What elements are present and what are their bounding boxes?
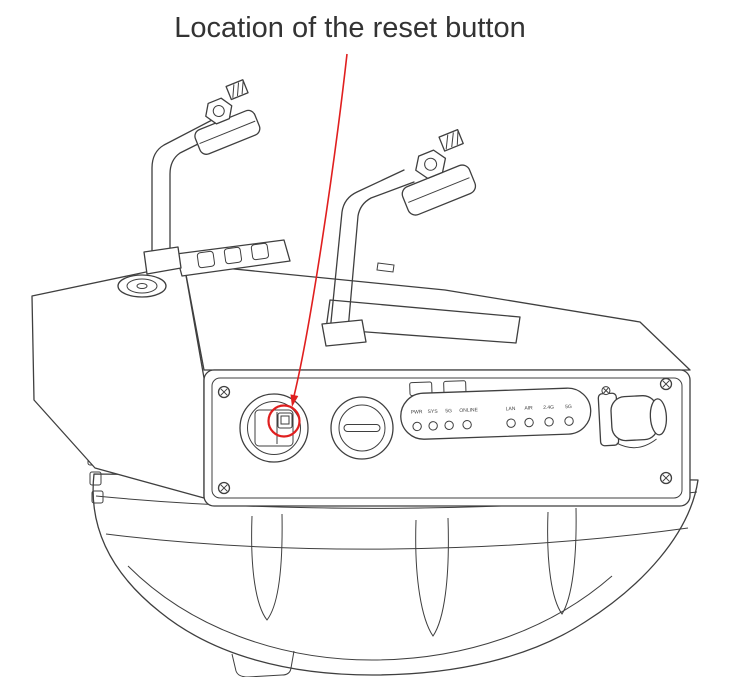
mounting-bracket-rear	[143, 79, 261, 275]
reset-button	[280, 415, 290, 425]
housing-rib	[251, 513, 283, 621]
led-dot	[444, 420, 454, 431]
led-dot	[524, 417, 534, 428]
top-cover	[117, 239, 691, 371]
led-label: SYS	[428, 409, 439, 415]
housing-rib	[415, 517, 449, 637]
led-group-1: PWR SYS 5G ONLINE	[411, 407, 479, 432]
hex-bolt	[415, 149, 447, 180]
led-label: AIR	[524, 405, 533, 411]
led-dot	[462, 419, 472, 430]
capped-port	[330, 396, 394, 460]
top-nub	[376, 262, 395, 273]
front-panel: PWR SYS 5G ONLINE LAN AIR 2.4G 5G	[203, 369, 691, 507]
bolt-stud	[225, 79, 249, 101]
bottom-foot	[231, 650, 295, 677]
corner-screw	[217, 385, 231, 399]
bolt-stud	[438, 128, 464, 152]
corner-screw	[217, 481, 231, 495]
leader-line	[293, 53, 348, 397]
led-dot	[428, 421, 438, 431]
led-label: 5G	[565, 404, 572, 410]
bottom-housing	[85, 431, 699, 677]
hex-bolt	[205, 97, 233, 125]
cable-gland	[597, 386, 668, 449]
reset-annotation	[267, 53, 348, 438]
bracket-platform-front	[325, 299, 521, 344]
led-label: ONLINE	[459, 407, 478, 414]
heatsink-fins	[31, 263, 205, 499]
led-panel: PWR SYS 5G ONLINE LAN AIR 2.4G 5G	[400, 380, 592, 440]
top-cap	[117, 274, 167, 298]
led-dot	[544, 417, 554, 427]
arrowhead-icon	[290, 394, 299, 407]
corner-screw	[659, 471, 673, 485]
led-group-2: LAN AIR 2.4G 5G	[506, 404, 574, 428]
led-label: LAN	[506, 406, 516, 412]
led-dot	[564, 416, 574, 426]
led-dot	[412, 421, 422, 432]
corner-screw	[659, 377, 673, 391]
mounting-bracket-front	[321, 128, 477, 347]
figure-caption: Location of the reset button	[174, 12, 526, 44]
led-dot	[506, 418, 516, 428]
led-label: 2.4G	[543, 405, 554, 411]
led-label: 5G	[445, 408, 452, 414]
led-label: PWR	[411, 409, 423, 415]
reset-highlight-circle	[267, 404, 301, 438]
housing-rib	[547, 507, 577, 615]
gland-screw	[601, 386, 611, 396]
